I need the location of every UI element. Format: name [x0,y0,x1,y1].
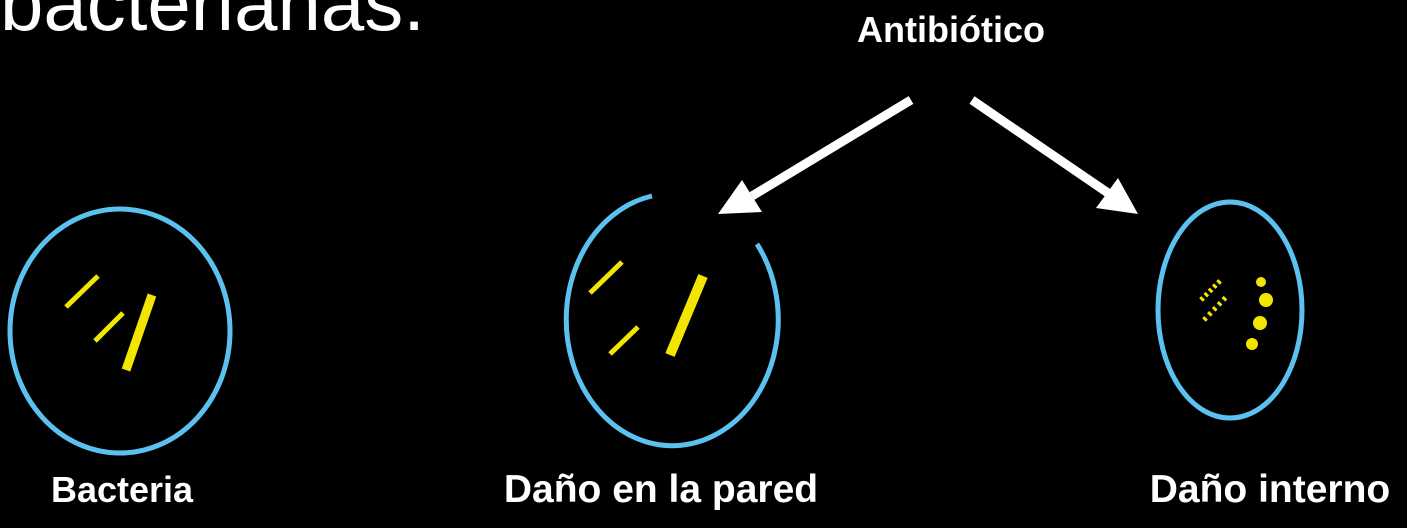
arrow-to-internal-damage [969,96,1138,214]
fragment-dot [1256,277,1266,287]
fragmented-dotted-line [1202,293,1230,322]
fragment-dot [1253,316,1267,330]
internal-cell-wall [1155,199,1305,421]
bacteria-intact [7,206,233,456]
bacteria-cell-wall [7,206,233,456]
bacteria-interior-line [121,293,157,372]
damaged-interior-line [665,274,708,357]
bacteria-interior-line [64,274,100,309]
damaged-interior-line [608,325,640,356]
bacteria-wall-damaged [563,193,781,449]
fragmented-dotted-line [1199,277,1224,302]
bacteria-interior-line [93,311,125,343]
wall-damage-label: Daño en la pared [503,468,819,511]
slide-heading: bacterianas. [0,0,425,47]
internal-damage-label: Daño interno [1149,468,1391,511]
damaged-cell-wall [563,193,781,449]
bacteria-internal-damage [1155,199,1305,421]
fragment-dot [1246,338,1258,350]
arrow-to-wall-damage [718,96,914,214]
damaged-interior-line [588,260,624,295]
fragment-dot [1259,293,1273,307]
antibiotic-label: Antibiótico [857,9,1045,50]
bacteria-label: Bacteria [50,469,194,510]
